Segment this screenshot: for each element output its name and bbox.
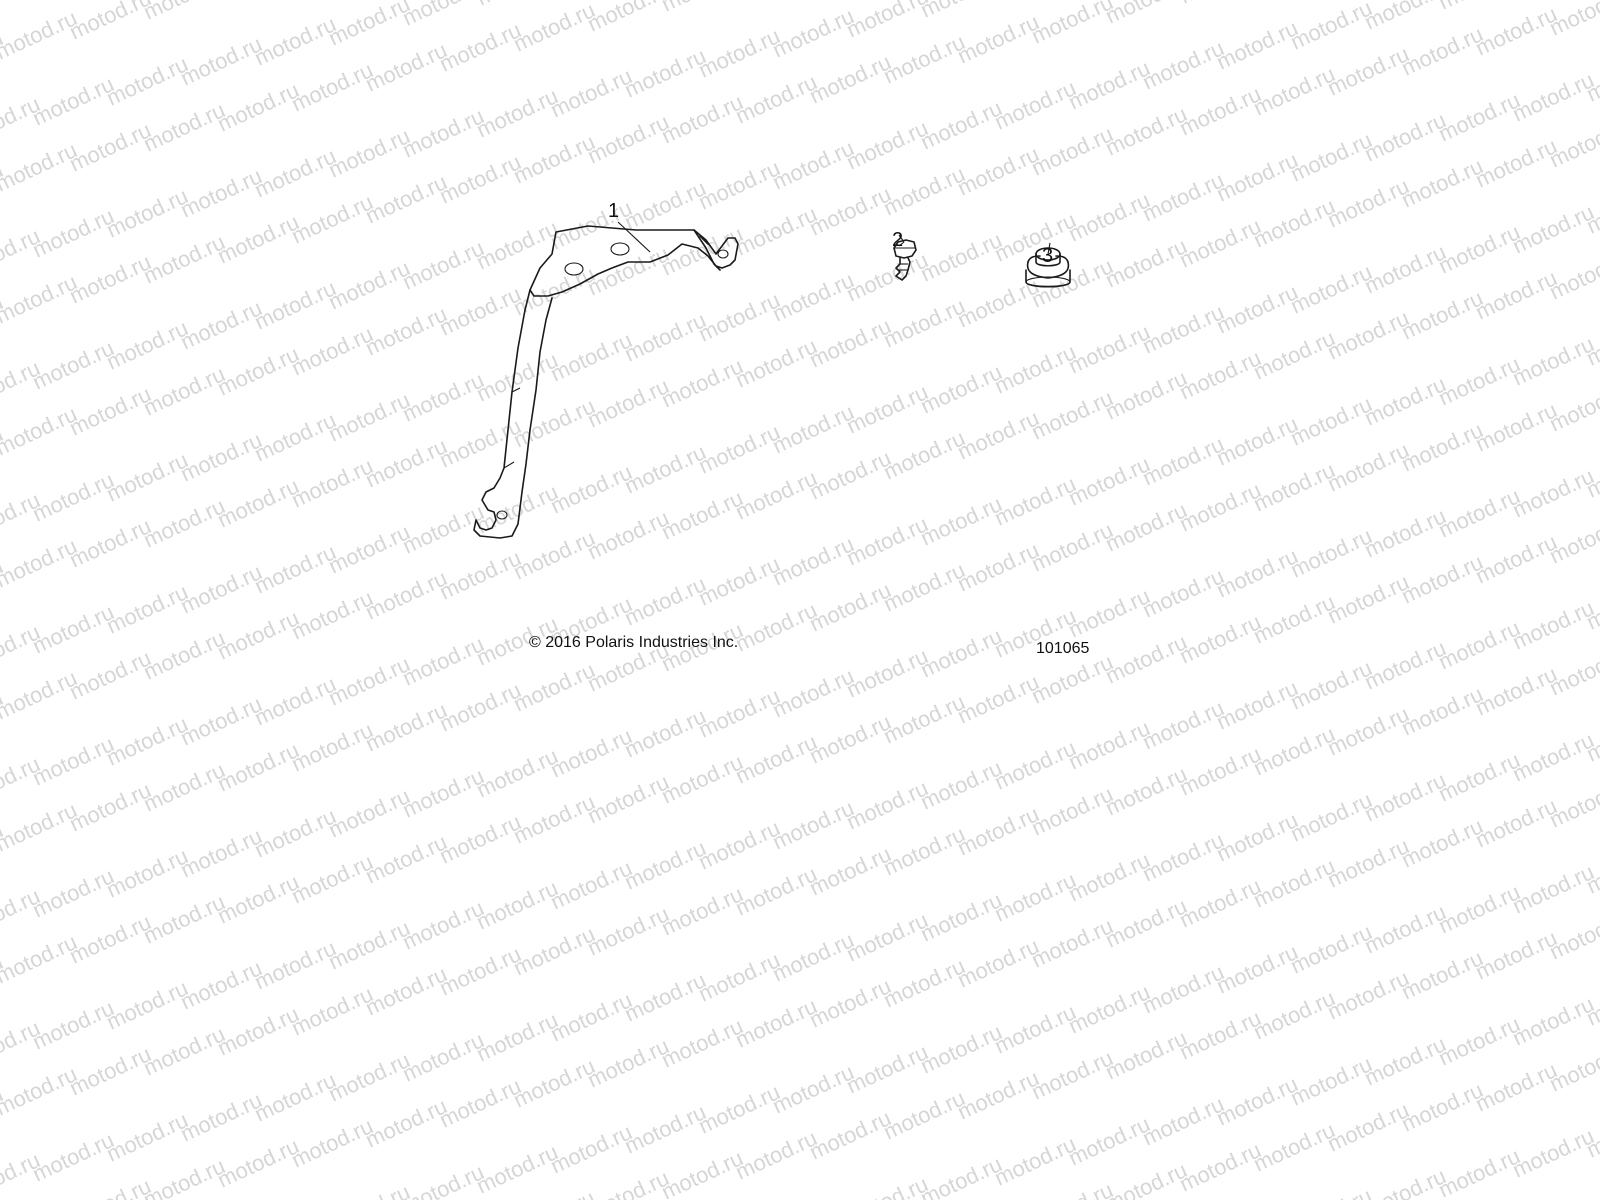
bracket-icon bbox=[473, 225, 739, 539]
callout-number-2: 2 bbox=[892, 229, 903, 251]
callout-line-1 bbox=[617, 221, 651, 253]
callout-line-2 bbox=[898, 241, 905, 247]
callout-line-2-leader bbox=[898, 234, 905, 243]
bolt-icon bbox=[893, 239, 917, 281]
callout-number-3: 3 bbox=[1042, 245, 1053, 267]
callout-number-1: 1 bbox=[608, 200, 619, 222]
copyright-text: © 2016 Polaris Industries Inc. bbox=[529, 634, 739, 651]
diagram-number: 101065 bbox=[1036, 640, 1090, 657]
callout-line-3 bbox=[1047, 242, 1051, 255]
grommet-icon bbox=[1025, 247, 1071, 288]
